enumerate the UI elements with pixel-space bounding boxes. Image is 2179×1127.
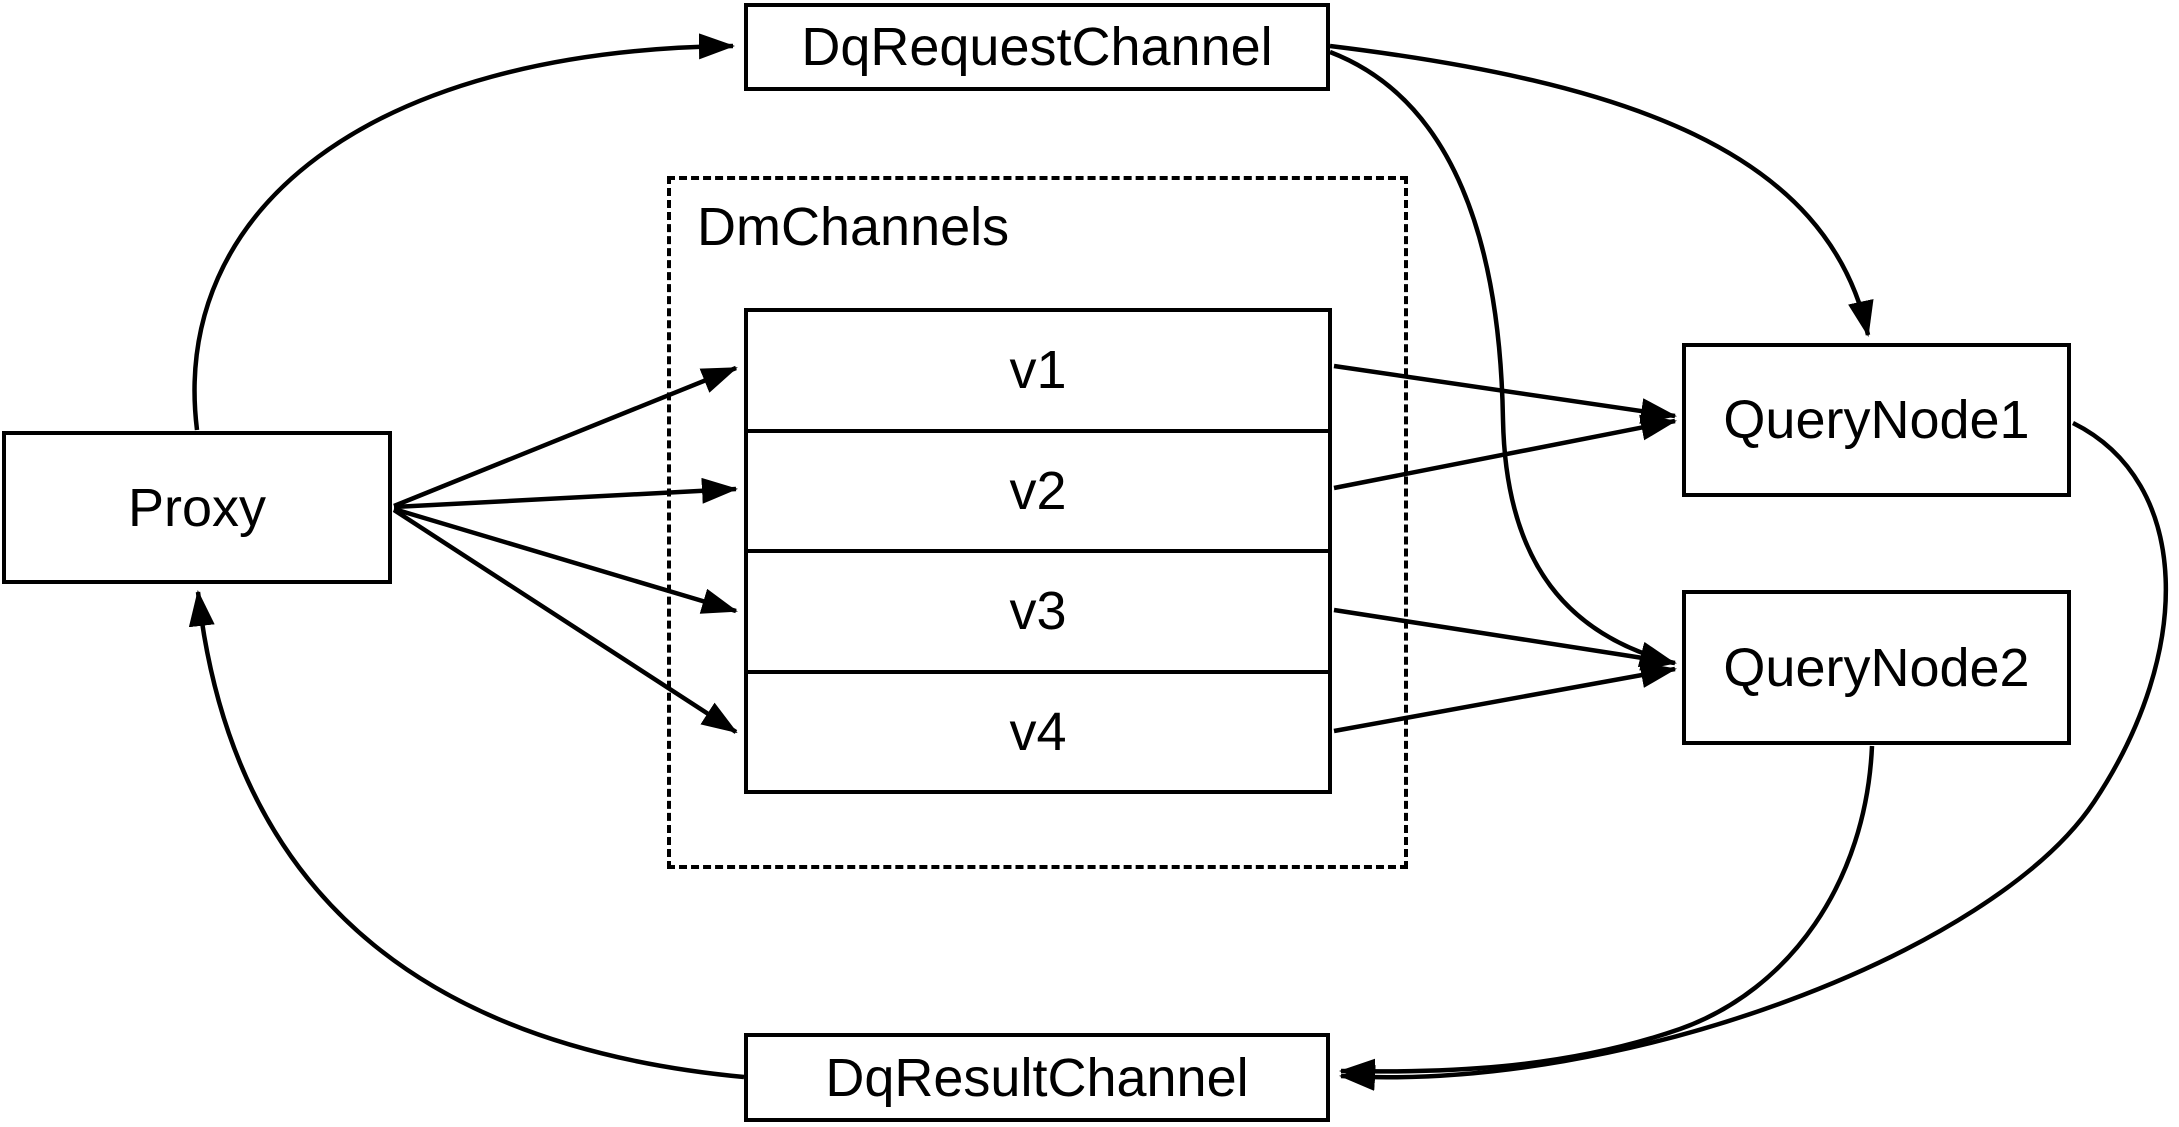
node-querynode1: QueryNode1: [1682, 343, 2071, 497]
dmchannels-stack: v1 v2 v3 v4: [744, 308, 1332, 794]
edge-dqresultchannel-to-proxy: [188, 590, 745, 1080]
edge-dqrequestchannel-to-querynode2: [1329, 49, 1676, 668]
node-v3: v3: [748, 549, 1328, 670]
node-proxy-label: Proxy: [127, 477, 267, 538]
node-querynode1-label: QueryNode1: [1723, 390, 2030, 450]
edge-proxy-to-v3: [393, 506, 738, 614]
node-v1-label: v1: [1009, 340, 1067, 401]
edge-proxy-to-v4: [392, 508, 738, 734]
edge-proxy-to-v2: [393, 477, 738, 510]
node-dqresultchannel-label: DqResultChannel: [825, 1047, 1249, 1108]
node-v2: v2: [748, 428, 1328, 550]
node-querynode2: QueryNode2: [1682, 590, 2071, 745]
edge-dqrequestchannel-to-querynode1: [1329, 43, 1874, 337]
node-v2-label: v2: [1009, 460, 1067, 521]
edge-v2-to-querynode1: [1333, 414, 1677, 491]
dmchannels-group-label: DmChannels: [697, 197, 1010, 257]
node-proxy: Proxy: [2, 431, 392, 584]
edge-proxy-to-v1: [393, 365, 738, 509]
node-v1: v1: [748, 312, 1328, 429]
dmchannels-group-box: DmChannels: [667, 176, 1408, 869]
node-v4: v4: [748, 669, 1328, 791]
edge-v3-to-querynode2: [1333, 607, 1677, 671]
edge-proxy-to-dqrequestchannel: [192, 33, 735, 431]
edge-querynode2-to-dqresultchannel: [1339, 745, 1875, 1085]
edge-v4-to-querynode2: [1333, 662, 1677, 734]
node-dqrequestchannel-label: DqRequestChannel: [801, 17, 1273, 77]
edge-v1-to-querynode1: [1333, 363, 1677, 424]
node-querynode2-label: QueryNode2: [1723, 637, 2030, 698]
node-dqresultchannel: DqResultChannel: [744, 1033, 1330, 1122]
edge-querynode1-to-dqresultchannel: [1339, 420, 2168, 1091]
node-dqrequestchannel: DqRequestChannel: [744, 3, 1330, 91]
node-v4-label: v4: [1009, 701, 1067, 762]
node-v3-label: v3: [1009, 581, 1067, 642]
